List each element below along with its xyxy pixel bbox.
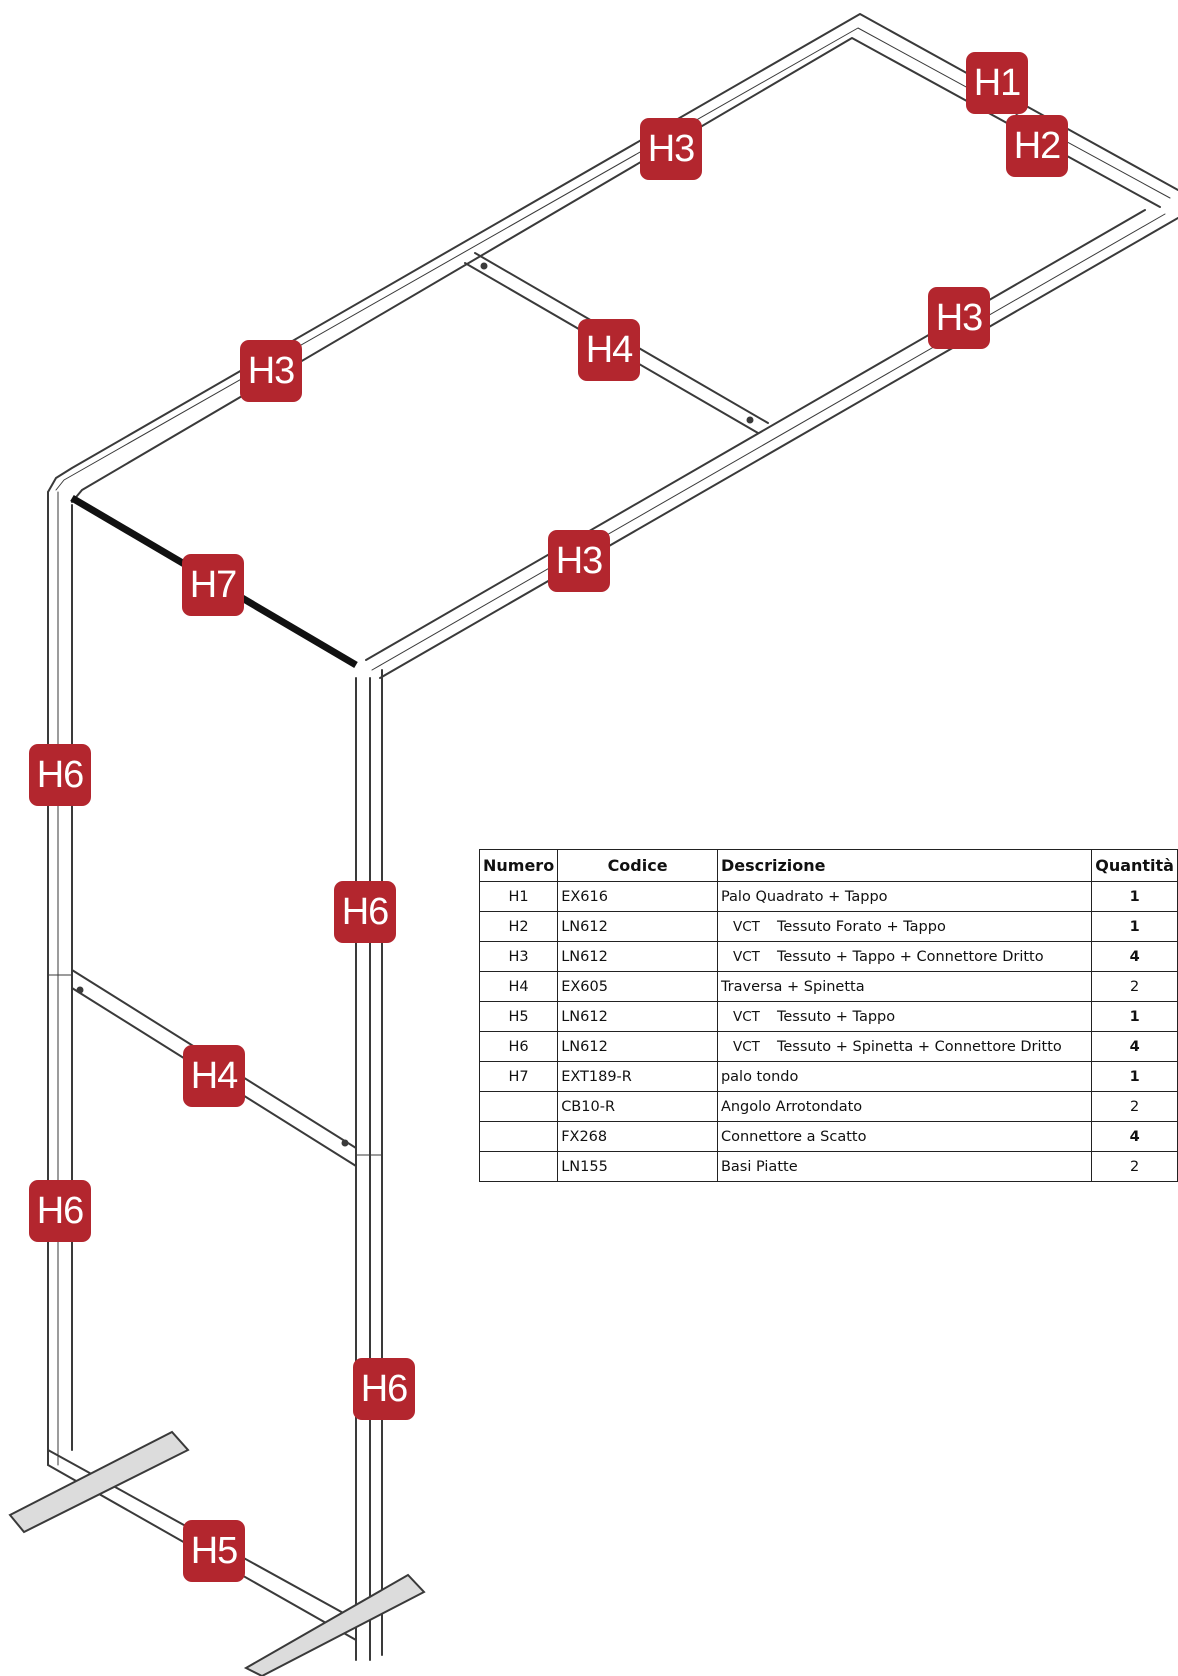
- cell-descrizione: VCT Tessuto + Spinetta + Connettore Dritt…: [716, 1031, 1093, 1062]
- cell-descrizione: palo tondo: [716, 1061, 1093, 1092]
- cell-descrizione: VCT Tessuto + Tappo + Connettore Dritto: [716, 941, 1093, 972]
- cell-descrizione: VCT Tessuto + Tappo: [716, 1001, 1093, 1032]
- cell-numero: H6: [478, 1031, 559, 1062]
- cell-descrizione-text: Traversa + Spinetta: [720, 978, 865, 995]
- label-h4-top: H4: [578, 319, 640, 381]
- cell-descrizione: Connettore a Scatto: [716, 1121, 1093, 1152]
- cell-descrizione-text: Basi Piatte: [720, 1158, 798, 1175]
- label-h3-right: H3: [928, 287, 990, 349]
- cell-codice: LN612: [557, 1031, 718, 1062]
- left-leg: [47, 491, 73, 1466]
- cell-descrizione-text: Tessuto Forato + Tappo: [776, 918, 946, 935]
- cell-codice: LN155: [557, 1151, 718, 1182]
- cell-codice: EX616: [557, 881, 718, 912]
- label-h7: H7: [182, 554, 244, 616]
- cell-descrizione: VCT Tessuto Forato + Tappo: [716, 911, 1093, 942]
- cell-prefix: VCT: [732, 1038, 760, 1055]
- header-codice: Codice: [557, 849, 718, 882]
- cell-descrizione: Traversa + Spinetta: [716, 971, 1093, 1002]
- cell-descrizione: Angolo Arrotondato: [716, 1091, 1093, 1122]
- cell-codice: LN612: [557, 941, 718, 972]
- cell-numero: [478, 1121, 559, 1152]
- label-h3-front: H3: [548, 530, 610, 592]
- label-h1: H1: [966, 52, 1028, 114]
- cell-codice: FX268: [557, 1121, 718, 1152]
- table-header-row: Numero Codice Descrizione Quantità: [478, 849, 1178, 882]
- cell-quantita: 2: [1091, 1091, 1178, 1122]
- cell-descrizione: Basi Piatte: [716, 1151, 1093, 1182]
- cell-numero: H1: [478, 881, 559, 912]
- header-numero: Numero: [478, 849, 559, 882]
- cell-quantita: 2: [1091, 971, 1178, 1002]
- cell-numero: H4: [478, 971, 559, 1002]
- cell-descrizione-text: Tessuto + Spinetta + Connettore Dritto: [776, 1038, 1062, 1055]
- cell-descrizione-text: Tessuto + Tappo + Connettore Dritto: [776, 948, 1044, 965]
- cell-quantita: 2: [1091, 1151, 1178, 1182]
- cell-numero: [478, 1091, 559, 1122]
- front-leg: [355, 669, 383, 1661]
- label-h6-left-lower: H6: [29, 1180, 91, 1242]
- cell-quantita: 1: [1091, 911, 1178, 942]
- cell-quantita: 4: [1091, 1031, 1178, 1062]
- cell-quantita: 1: [1091, 1061, 1178, 1092]
- cell-codice: EX605: [557, 971, 718, 1002]
- cell-codice: CB10-R: [557, 1091, 718, 1122]
- flat-bases: [8, 1430, 426, 1676]
- label-h3-top: H3: [640, 118, 702, 180]
- cell-prefix: VCT: [732, 948, 760, 965]
- label-h4-side: H4: [183, 1045, 245, 1107]
- cell-numero: H5: [478, 1001, 559, 1032]
- cell-descrizione-text: Tessuto + Tappo: [776, 1008, 896, 1025]
- cell-numero: H2: [478, 911, 559, 942]
- cell-descrizione-text: Connettore a Scatto: [720, 1128, 867, 1145]
- top-front-beam: [365, 209, 1178, 679]
- cell-numero: H7: [478, 1061, 559, 1092]
- cell-prefix: VCT: [732, 1008, 760, 1025]
- label-h2: H2: [1006, 115, 1068, 177]
- label-h6-left-upper: H6: [29, 744, 91, 806]
- cell-codice: LN612: [557, 1001, 718, 1032]
- label-h6-front-upper: H6: [334, 881, 396, 943]
- cell-quantita: 1: [1091, 881, 1178, 912]
- label-h5: H5: [183, 1520, 245, 1582]
- cell-quantita: 4: [1091, 941, 1178, 972]
- cell-numero: [478, 1151, 559, 1182]
- cell-descrizione-text: Angolo Arrotondato: [720, 1098, 863, 1115]
- cell-numero: H3: [478, 941, 559, 972]
- header-descrizione: Descrizione: [716, 849, 1093, 882]
- header-quantita: Quantità: [1091, 849, 1178, 882]
- label-h3-left: H3: [240, 340, 302, 402]
- cell-quantita: 4: [1091, 1121, 1178, 1152]
- cell-descrizione-text: palo tondo: [720, 1068, 799, 1085]
- cell-descrizione-text: Palo Quadrato + Tappo: [720, 888, 888, 905]
- cell-quantita: 1: [1091, 1001, 1178, 1032]
- cell-descrizione: Palo Quadrato + Tappo: [716, 881, 1093, 912]
- cell-codice: EXT189-R: [557, 1061, 718, 1092]
- label-h6-front-lower: H6: [353, 1358, 415, 1420]
- cell-codice: LN612: [557, 911, 718, 942]
- cell-prefix: VCT: [732, 918, 760, 935]
